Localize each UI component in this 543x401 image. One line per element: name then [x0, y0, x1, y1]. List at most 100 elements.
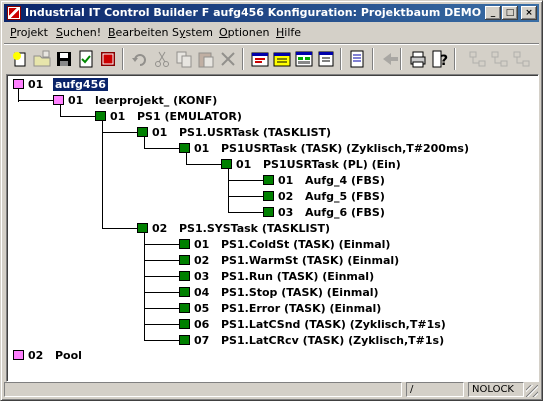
- tree-connector: [186, 152, 187, 164]
- object-node-icon[interactable]: [137, 127, 148, 137]
- hardware-button[interactable]: [293, 48, 315, 70]
- exit-button[interactable]: [97, 48, 119, 70]
- object-node-icon[interactable]: [263, 175, 274, 185]
- document-icon: [350, 50, 364, 68]
- tree-node-label: PS1USRTask (TASK) (Zyklisch,T#200ms): [221, 142, 469, 155]
- delete-button[interactable]: [217, 48, 239, 70]
- new-project-icon: [13, 52, 26, 67]
- library-button[interactable]: [271, 48, 293, 70]
- minimize-button[interactable]: _: [485, 6, 501, 20]
- save-icon: [57, 52, 71, 66]
- cut-icon: [155, 51, 169, 67]
- open-icon: [33, 50, 51, 67]
- tree-node-number: 07: [194, 334, 210, 347]
- toolbar-separator: [454, 48, 456, 70]
- tree-connector: [144, 260, 179, 261]
- tree-node-number: 01: [110, 110, 126, 123]
- status-panel-message: [4, 382, 402, 397]
- help-button[interactable]: ?: [429, 48, 451, 70]
- object-node-icon[interactable]: [137, 223, 148, 233]
- object-node-icon[interactable]: [179, 143, 190, 153]
- app-icon[interactable]: [7, 6, 21, 20]
- panel-button[interactable]: [315, 48, 337, 70]
- tree-node-number: 01: [194, 238, 210, 251]
- collapse-node-icon[interactable]: [13, 79, 24, 89]
- tree-connector: [102, 120, 103, 228]
- tree-node-number: 02: [278, 190, 294, 203]
- menu-bearbeiten[interactable]: Bearbeiten: [108, 26, 169, 39]
- toolbar-separator: [122, 48, 124, 70]
- cut-button[interactable]: [151, 48, 173, 70]
- compile-button[interactable]: [249, 48, 271, 70]
- menu-projekt[interactable]: Projekt: [10, 26, 48, 39]
- tree-node-label: Aufg_4 (FBS): [305, 174, 385, 187]
- tree-node-label: PS1.WarmSt (TASK) (Einmal): [221, 254, 400, 267]
- tree-connector: [144, 276, 179, 277]
- tree-connector: [60, 104, 61, 116]
- tree-expand-button[interactable]: [467, 48, 489, 70]
- tree-node-label: PS1.Error (TASK) (Einmal): [221, 302, 382, 315]
- menu-optionen[interactable]: Optionen: [219, 26, 270, 39]
- new-project-button[interactable]: [9, 48, 31, 70]
- object-node-icon[interactable]: [179, 303, 190, 313]
- back-arrow-button[interactable]: [379, 48, 401, 70]
- paste-button[interactable]: [195, 48, 217, 70]
- back-arrow-icon: [383, 53, 398, 65]
- maximize-button[interactable]: □: [502, 6, 518, 20]
- collapse-node-icon[interactable]: [53, 95, 64, 105]
- tree-connector: [144, 308, 179, 309]
- tree-node-label: Aufg_5 (FBS): [305, 190, 385, 203]
- object-node-icon[interactable]: [263, 207, 274, 217]
- object-node-icon[interactable]: [179, 335, 190, 345]
- window-title: Industrial IT Control Builder F aufg456 …: [25, 6, 482, 19]
- tree-connector: [144, 244, 179, 245]
- check-button[interactable]: [75, 48, 97, 70]
- object-node-icon[interactable]: [179, 287, 190, 297]
- menu-hilfe[interactable]: Hilfe: [276, 26, 302, 39]
- menu-system[interactable]: System: [172, 26, 214, 39]
- object-node-icon[interactable]: [179, 319, 190, 329]
- tree-connector: [186, 164, 221, 165]
- help-icon: ?: [432, 50, 448, 69]
- object-node-icon[interactable]: [221, 159, 232, 169]
- tree-node-number: 01: [152, 126, 168, 139]
- collapse-node-icon[interactable]: [13, 350, 24, 360]
- tree-connector: [228, 180, 263, 181]
- object-node-icon[interactable]: [179, 271, 190, 281]
- library-icon: [273, 52, 291, 67]
- tree-collapse-button[interactable]: [489, 48, 511, 70]
- tree-node-number: 04: [194, 286, 210, 299]
- menu-suchen[interactable]: Suchen!: [56, 26, 102, 39]
- tree-collapse-icon: [491, 51, 508, 67]
- undo-button[interactable]: [129, 48, 151, 70]
- copy-button[interactable]: [173, 48, 195, 70]
- tree-expand-icon: [469, 51, 486, 67]
- tree-node-number: 02: [194, 254, 210, 267]
- document-button[interactable]: [347, 48, 369, 70]
- tree-connector: [102, 228, 137, 229]
- tree-node-label: aufg456: [53, 78, 108, 91]
- tree-node-number: 05: [194, 302, 210, 315]
- close-button[interactable]: ×: [521, 6, 537, 20]
- title-bar[interactable]: Industrial IT Control Builder F aufg456 …: [4, 4, 539, 22]
- save-button[interactable]: [53, 48, 75, 70]
- object-node-icon[interactable]: [179, 239, 190, 249]
- object-node-icon[interactable]: [95, 111, 106, 121]
- resize-grip[interactable]: [526, 385, 538, 397]
- panel-icon: [318, 51, 334, 67]
- open-button[interactable]: [31, 48, 53, 70]
- tree-move-button[interactable]: [511, 48, 533, 70]
- object-node-icon[interactable]: [263, 191, 274, 201]
- toolbar-separator: [242, 48, 244, 70]
- svg-text:?: ?: [440, 53, 448, 69]
- delete-icon: [221, 52, 235, 66]
- tree-node-number: 01: [278, 174, 294, 187]
- object-node-icon[interactable]: [179, 255, 190, 265]
- tree-connector: [60, 116, 95, 117]
- tree-node-number: 01: [68, 94, 84, 107]
- tree-connector: [144, 148, 179, 149]
- tree-connector: [144, 324, 179, 325]
- print-button[interactable]: [407, 48, 429, 70]
- tree-node-label: Pool: [55, 349, 82, 362]
